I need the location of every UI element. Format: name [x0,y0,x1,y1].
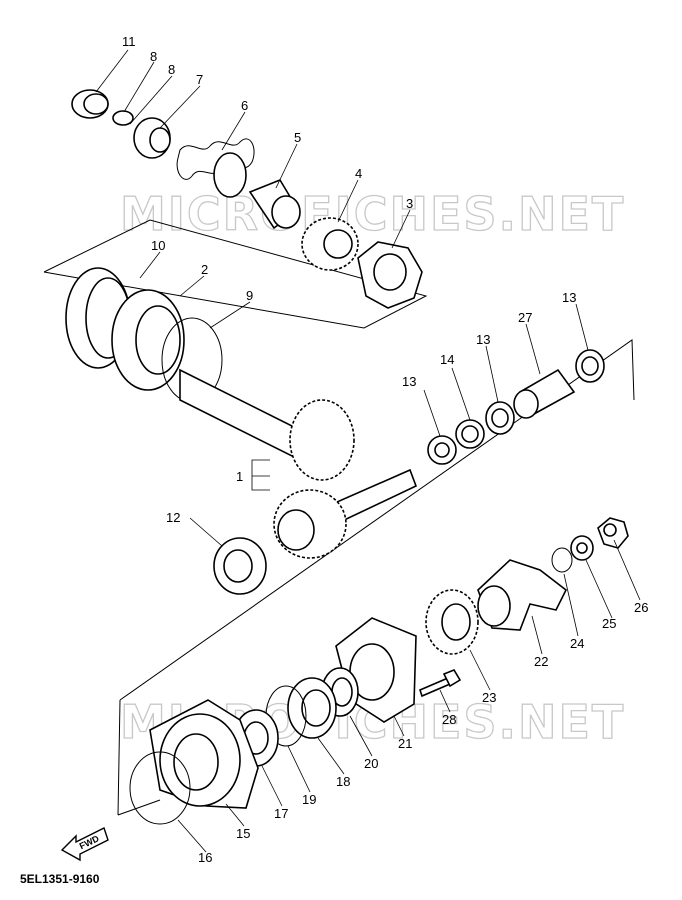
part-circlip-8 [112,110,134,126]
part-needle-bearing-11 [71,89,109,119]
callout-23: 23 [482,690,496,705]
callout-26: 26 [634,600,648,615]
part-nut-26 [597,517,629,549]
part-washer-25 [570,535,594,561]
callout-13-c: 13 [562,290,576,305]
part-yoke-22 [477,559,568,631]
callout-28: 28 [442,712,456,727]
callout-9: 9 [246,288,253,303]
part-gear-23 [425,589,479,655]
callout-21: 21 [398,736,412,751]
part-washer-14 [455,419,485,449]
part-bearing-18 [287,677,337,739]
callout-4: 4 [355,166,362,181]
part-sleeve-27 [513,368,576,419]
callout-16: 16 [198,850,212,865]
part-sleeve-5 [248,179,301,230]
part-bolt-28 [419,669,462,698]
callout-13-a: 13 [402,374,416,389]
part-bearing-12 [213,537,267,595]
callout-11: 11 [122,34,136,49]
callout-19: 19 [302,792,316,807]
part-washer-24 [551,547,573,573]
part-drive-shaft-1 [179,368,418,559]
callout-7: 7 [196,72,203,87]
callout-8-b: 8 [168,62,175,77]
part-nut-3 [357,241,423,309]
part-washer-13-c [575,349,605,383]
assembly-outline-upper [43,219,428,329]
part-bearing-2 [111,289,185,391]
fwd-arrow-icon: FWD [60,827,109,862]
callout-5: 5 [294,130,301,145]
callout-27: 27 [518,310,532,325]
callout-6: 6 [241,98,248,113]
part-gear-4 [301,217,359,271]
callout-1: 1 [236,469,243,484]
callout-labels: 11 8 8 7 6 5 4 3 10 2 9 13 14 13 27 13 1… [122,34,648,865]
part-housing-15 [149,699,259,809]
part-o-ring-16 [129,751,191,825]
callout-15: 15 [236,826,250,841]
watermark-top: MICROFICHES.NET [120,187,625,241]
part-collar-7 [133,117,171,159]
callout-24: 24 [570,636,584,651]
leader-lines [95,49,641,853]
callout-22: 22 [534,654,548,669]
part-washer-13-a [427,435,457,465]
part-washer-13-b [485,401,515,435]
callout-2: 2 [201,262,208,277]
callout-17: 17 [274,806,288,821]
callout-13-b: 13 [476,332,490,347]
callout-14: 14 [440,352,454,367]
callout-25: 25 [602,616,616,631]
callout-18: 18 [336,774,350,789]
diagram-code: 5EL1351-9160 [20,872,100,886]
callout-10: 10 [151,238,165,253]
callout-8-a: 8 [150,49,157,64]
callout-3: 3 [406,196,413,211]
part-spring-6 [176,138,255,198]
assembly-outline-lower [117,339,635,816]
callout-20: 20 [364,756,378,771]
callout-12: 12 [166,510,180,525]
